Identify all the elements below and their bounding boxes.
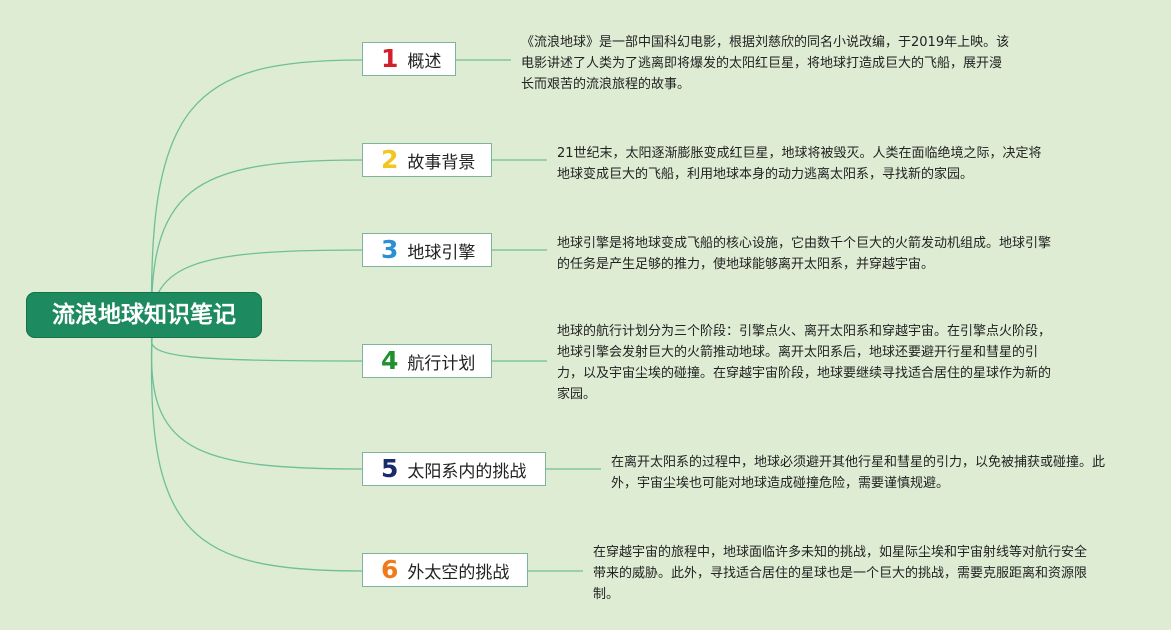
topic-description-2: 21世纪末，太阳逐渐膨胀变成红巨星，地球将被毁灭。人类在面临绝境之际，决定将地球… [557, 146, 1042, 182]
branch-line-5 [150, 337, 363, 470]
topic-number: 2 [381, 145, 399, 174]
topic-label: 太阳系内的挑战 [407, 461, 527, 482]
topic-number: 6 [381, 555, 399, 584]
branch-line-1 [150, 59, 363, 339]
root-node[interactable]: 流浪地球知识笔记 [26, 292, 262, 338]
topic-node-2[interactable]: 2 故事背景 [362, 143, 492, 177]
topic-label: 航行计划 [407, 353, 476, 374]
branch-line-4 [150, 337, 363, 362]
topic-number: 1 [381, 44, 399, 73]
topic-label: 地球引擎 [407, 242, 476, 263]
topic-description-6: 在穿越宇宙的旅程中，地球面临许多未知的挑战，如星际尘埃和宇宙射线等对航行安全带来… [593, 545, 1088, 602]
topic-number: 4 [381, 346, 399, 375]
topic-node-6[interactable]: 6 外太空的挑战 [362, 553, 528, 587]
topic-node-5[interactable]: 5 太阳系内的挑战 [362, 452, 546, 486]
topic-node-4[interactable]: 4 航行计划 [362, 344, 492, 378]
topic-number: 3 [381, 235, 399, 264]
branch-line-2 [150, 159, 363, 339]
topic-description-5: 在离开太阳系的过程中，地球必须避开其他行星和彗星的引力，以免被捕获或碰撞。此外，… [611, 455, 1106, 491]
topic-description-1: 《流浪地球》是一部中国科幻电影，根据刘慈欣的同名小说改编，于2019年上映。该电… [521, 35, 1010, 92]
topic-label: 故事背景 [407, 152, 476, 173]
topic-label: 概述 [407, 51, 442, 72]
branch-line-6 [150, 337, 363, 572]
topic-description-4: 地球的航行计划分为三个阶段：引擎点火、离开太阳系和穿越宇宙。在引擎点火阶段，地球… [557, 324, 1052, 402]
topic-number: 5 [381, 454, 399, 483]
topic-node-3[interactable]: 3 地球引擎 [362, 233, 492, 267]
topic-node-1[interactable]: 1 概述 [362, 42, 456, 76]
topic-description-3: 地球引擎是将地球变成飞船的核心设施，它由数千个巨大的火箭发动机组成。地球引擎的任… [557, 236, 1052, 272]
topic-label: 外太空的挑战 [407, 562, 510, 583]
